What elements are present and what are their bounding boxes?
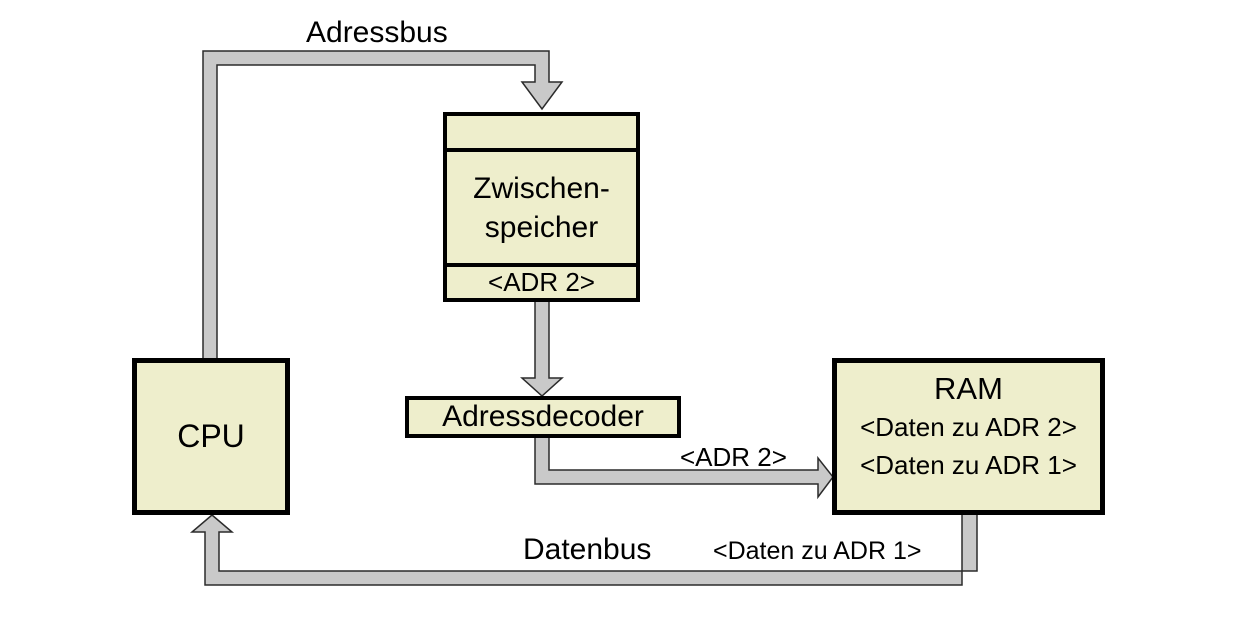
ram-data-row-adr2: <Daten zu ADR 2> xyxy=(860,412,1077,442)
cpu-label: CPU xyxy=(177,418,245,454)
adressbus-connector xyxy=(202,50,564,361)
cpu-box: CPU xyxy=(132,358,290,515)
zwischenspeicher-empty-slot xyxy=(447,116,636,152)
zwischenspeicher-box: Zwischen- speicher <ADR 2> xyxy=(443,112,640,302)
zwischenspeicher-address-slot: <ADR 2> xyxy=(447,267,636,298)
decoder-to-ram-connector xyxy=(534,436,834,500)
zwischenspeicher-address-value: <ADR 2> xyxy=(488,267,595,297)
adr2-bus-label: <ADR 2> xyxy=(680,442,787,472)
ram-title: RAM xyxy=(934,371,1003,406)
adressbus-label: Adressbus xyxy=(306,16,448,49)
adressdecoder-label: Adressdecoder xyxy=(442,400,644,433)
ram-box: RAM <Daten zu ADR 2> <Daten zu ADR 1> xyxy=(832,358,1105,515)
zwischenspeicher-label-line2: speicher xyxy=(484,210,599,244)
datenbus-label: Datenbus xyxy=(523,533,652,566)
ram-data-row-adr1: <Daten zu ADR 1> xyxy=(860,450,1077,480)
daten-zu-adr1-bus-label: <Daten zu ADR 1> xyxy=(713,537,922,565)
adressdecoder-box: Adressdecoder xyxy=(405,396,681,438)
buffer-to-decoder-connector xyxy=(520,299,564,398)
zwischenspeicher-label-line1: Zwischen- xyxy=(473,171,610,205)
zwischenspeicher-label: Zwischen- speicher xyxy=(447,152,636,267)
datenbus-connector xyxy=(189,513,978,586)
